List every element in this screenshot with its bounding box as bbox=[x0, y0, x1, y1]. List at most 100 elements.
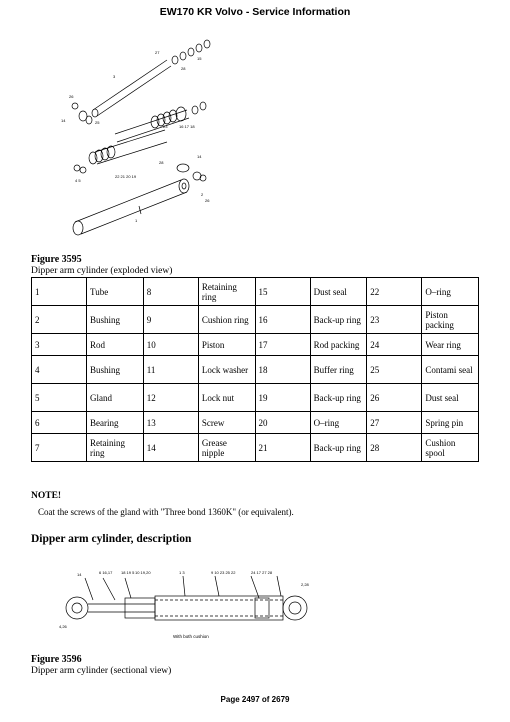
figure-3595-label: Figure 3595 bbox=[31, 254, 82, 265]
svg-text:26: 26 bbox=[205, 198, 210, 203]
table-row: 3 Rod 10 Piston 17 Rod packing 24 Wear r… bbox=[30, 333, 479, 356]
page-footer: Page 2497 of 2679 bbox=[220, 695, 290, 704]
page-header: EW170 KR Volvo - Service Information bbox=[159, 6, 351, 18]
table-cell: Piston bbox=[197, 333, 256, 356]
parts-table: 1 Tube 8 Retaining ring 15 Dust seal 22 … bbox=[30, 277, 479, 462]
svg-text:9 10 23 25 22: 9 10 23 25 22 bbox=[211, 570, 236, 575]
exploded-view-illustration: 3 26 14 25 27 28 15 23 16 17 18 22 21 20… bbox=[61, 39, 211, 236]
table-cell: 12 bbox=[142, 383, 199, 412]
sectional-inner-caption: With both cushion bbox=[173, 634, 209, 639]
table-cell: 7 bbox=[30, 433, 88, 462]
table-cell: Contami seal bbox=[421, 355, 479, 384]
table-cell: 6 bbox=[30, 411, 88, 434]
svg-text:2,28: 2,28 bbox=[301, 582, 310, 587]
table-cell: 4 bbox=[30, 355, 88, 384]
svg-text:14: 14 bbox=[197, 154, 202, 159]
table-cell: 16 bbox=[254, 305, 311, 334]
section-title: Dipper arm cylinder, description bbox=[31, 533, 192, 545]
table-cell: 25 bbox=[366, 355, 423, 384]
table-cell: O–ring bbox=[309, 411, 368, 434]
figure-3595-caption: Dipper arm cylinder (exploded view) bbox=[31, 266, 173, 276]
table-cell: 28 bbox=[366, 433, 423, 462]
table-cell: Bushing bbox=[86, 355, 144, 384]
table-cell: Wear ring bbox=[421, 333, 479, 356]
table-cell: 24 bbox=[366, 333, 423, 356]
table-cell: Spring pin bbox=[421, 411, 479, 434]
table-cell: Back-up ring bbox=[309, 383, 368, 412]
figure-3596-label: Figure 3596 bbox=[31, 654, 82, 665]
table-cell: 11 bbox=[142, 355, 199, 384]
table-cell: 2 bbox=[30, 305, 88, 334]
svg-text:14: 14 bbox=[61, 118, 66, 123]
table-cell: Retaining ring bbox=[86, 433, 144, 462]
table-row: 7 Retaining ring 14 Grease nipple 21 Bac… bbox=[30, 433, 479, 462]
svg-text:28: 28 bbox=[159, 160, 164, 165]
table-cell: 17 bbox=[254, 333, 311, 356]
table-cell: 8 bbox=[142, 277, 199, 306]
table-cell: 27 bbox=[366, 411, 423, 434]
table-cell: Lock washer bbox=[197, 355, 256, 384]
table-cell: 15 bbox=[254, 277, 311, 306]
note-title: NOTE! bbox=[31, 491, 62, 501]
svg-text:1 3: 1 3 bbox=[179, 570, 185, 575]
table-cell: Dust seal bbox=[309, 277, 368, 306]
table-cell: 14 bbox=[142, 433, 199, 462]
table-cell: Screw bbox=[197, 411, 256, 434]
table-cell: Grease nipple bbox=[197, 433, 256, 462]
table-cell: Cushion ring bbox=[197, 305, 256, 334]
svg-text:14: 14 bbox=[77, 572, 82, 577]
table-cell: Piston packing bbox=[421, 305, 479, 334]
svg-text:1: 1 bbox=[135, 218, 138, 223]
svg-text:16 17 18: 16 17 18 bbox=[179, 124, 195, 129]
svg-text:15: 15 bbox=[197, 56, 202, 61]
svg-text:4 5: 4 5 bbox=[75, 178, 81, 183]
note-text: Coat the screws of the gland with "Three… bbox=[38, 507, 294, 517]
svg-text:2: 2 bbox=[201, 192, 204, 197]
table-cell: 1 bbox=[30, 277, 88, 306]
table-cell: Bushing bbox=[86, 305, 144, 334]
table-cell: 20 bbox=[254, 411, 311, 434]
table-cell: 26 bbox=[366, 383, 423, 412]
table-row: 6 Bearing 13 Screw 20 O–ring 27 Spring p… bbox=[30, 411, 479, 434]
table-cell: Dust seal bbox=[421, 383, 479, 412]
table-cell: Buffer ring bbox=[309, 355, 368, 384]
svg-text:23: 23 bbox=[163, 124, 168, 129]
table-cell: Cushion spool bbox=[421, 433, 479, 462]
sectional-view-illustration: 14 6 16,17 18 19 5 10 19,20 1 3 9 10 23 … bbox=[59, 570, 310, 639]
svg-text:28: 28 bbox=[181, 66, 186, 71]
table-row: 4 Bushing 11 Lock washer 18 Buffer ring … bbox=[30, 355, 479, 384]
svg-text:27: 27 bbox=[155, 50, 160, 55]
table-cell: Back-up ring bbox=[309, 305, 368, 334]
svg-text:26: 26 bbox=[69, 94, 74, 99]
table-cell: 21 bbox=[254, 433, 311, 462]
svg-text:18 19 5: 18 19 5 bbox=[121, 570, 135, 575]
table-cell: O–ring bbox=[421, 277, 479, 306]
svg-text:10 19,20: 10 19,20 bbox=[135, 570, 151, 575]
table-cell: 19 bbox=[254, 383, 311, 412]
table-cell: 22 bbox=[366, 277, 423, 306]
table-row: 1 Tube 8 Retaining ring 15 Dust seal 22 … bbox=[30, 277, 479, 306]
table-cell: Rod bbox=[86, 333, 144, 356]
table-cell: 18 bbox=[254, 355, 311, 384]
svg-text:22 21 20 19: 22 21 20 19 bbox=[115, 174, 137, 179]
table-cell: Tube bbox=[86, 277, 144, 306]
figure-3596-caption: Dipper arm cylinder (sectional view) bbox=[31, 666, 172, 676]
table-cell: 3 bbox=[30, 333, 88, 356]
svg-text:6 16,17: 6 16,17 bbox=[99, 570, 113, 575]
svg-text:25: 25 bbox=[95, 120, 100, 125]
table-cell: Rod packing bbox=[309, 333, 368, 356]
table-cell: Gland bbox=[86, 383, 144, 412]
table-cell: Bearing bbox=[86, 411, 144, 434]
svg-text:3: 3 bbox=[113, 74, 116, 79]
table-cell: 13 bbox=[142, 411, 199, 434]
table-cell: 23 bbox=[366, 305, 423, 334]
svg-text:24 17 27 28: 24 17 27 28 bbox=[251, 570, 273, 575]
table-cell: 9 bbox=[142, 305, 199, 334]
table-row: 5 Gland 12 Lock nut 19 Back-up ring 26 D… bbox=[30, 383, 479, 412]
table-cell: Lock nut bbox=[197, 383, 256, 412]
table-cell: Back-up ring bbox=[309, 433, 368, 462]
table-row: 2 Bushing 9 Cushion ring 16 Back-up ring… bbox=[30, 305, 479, 334]
table-cell: 10 bbox=[142, 333, 199, 356]
svg-text:4,26: 4,26 bbox=[59, 624, 68, 629]
table-cell: Retaining ring bbox=[197, 277, 256, 306]
